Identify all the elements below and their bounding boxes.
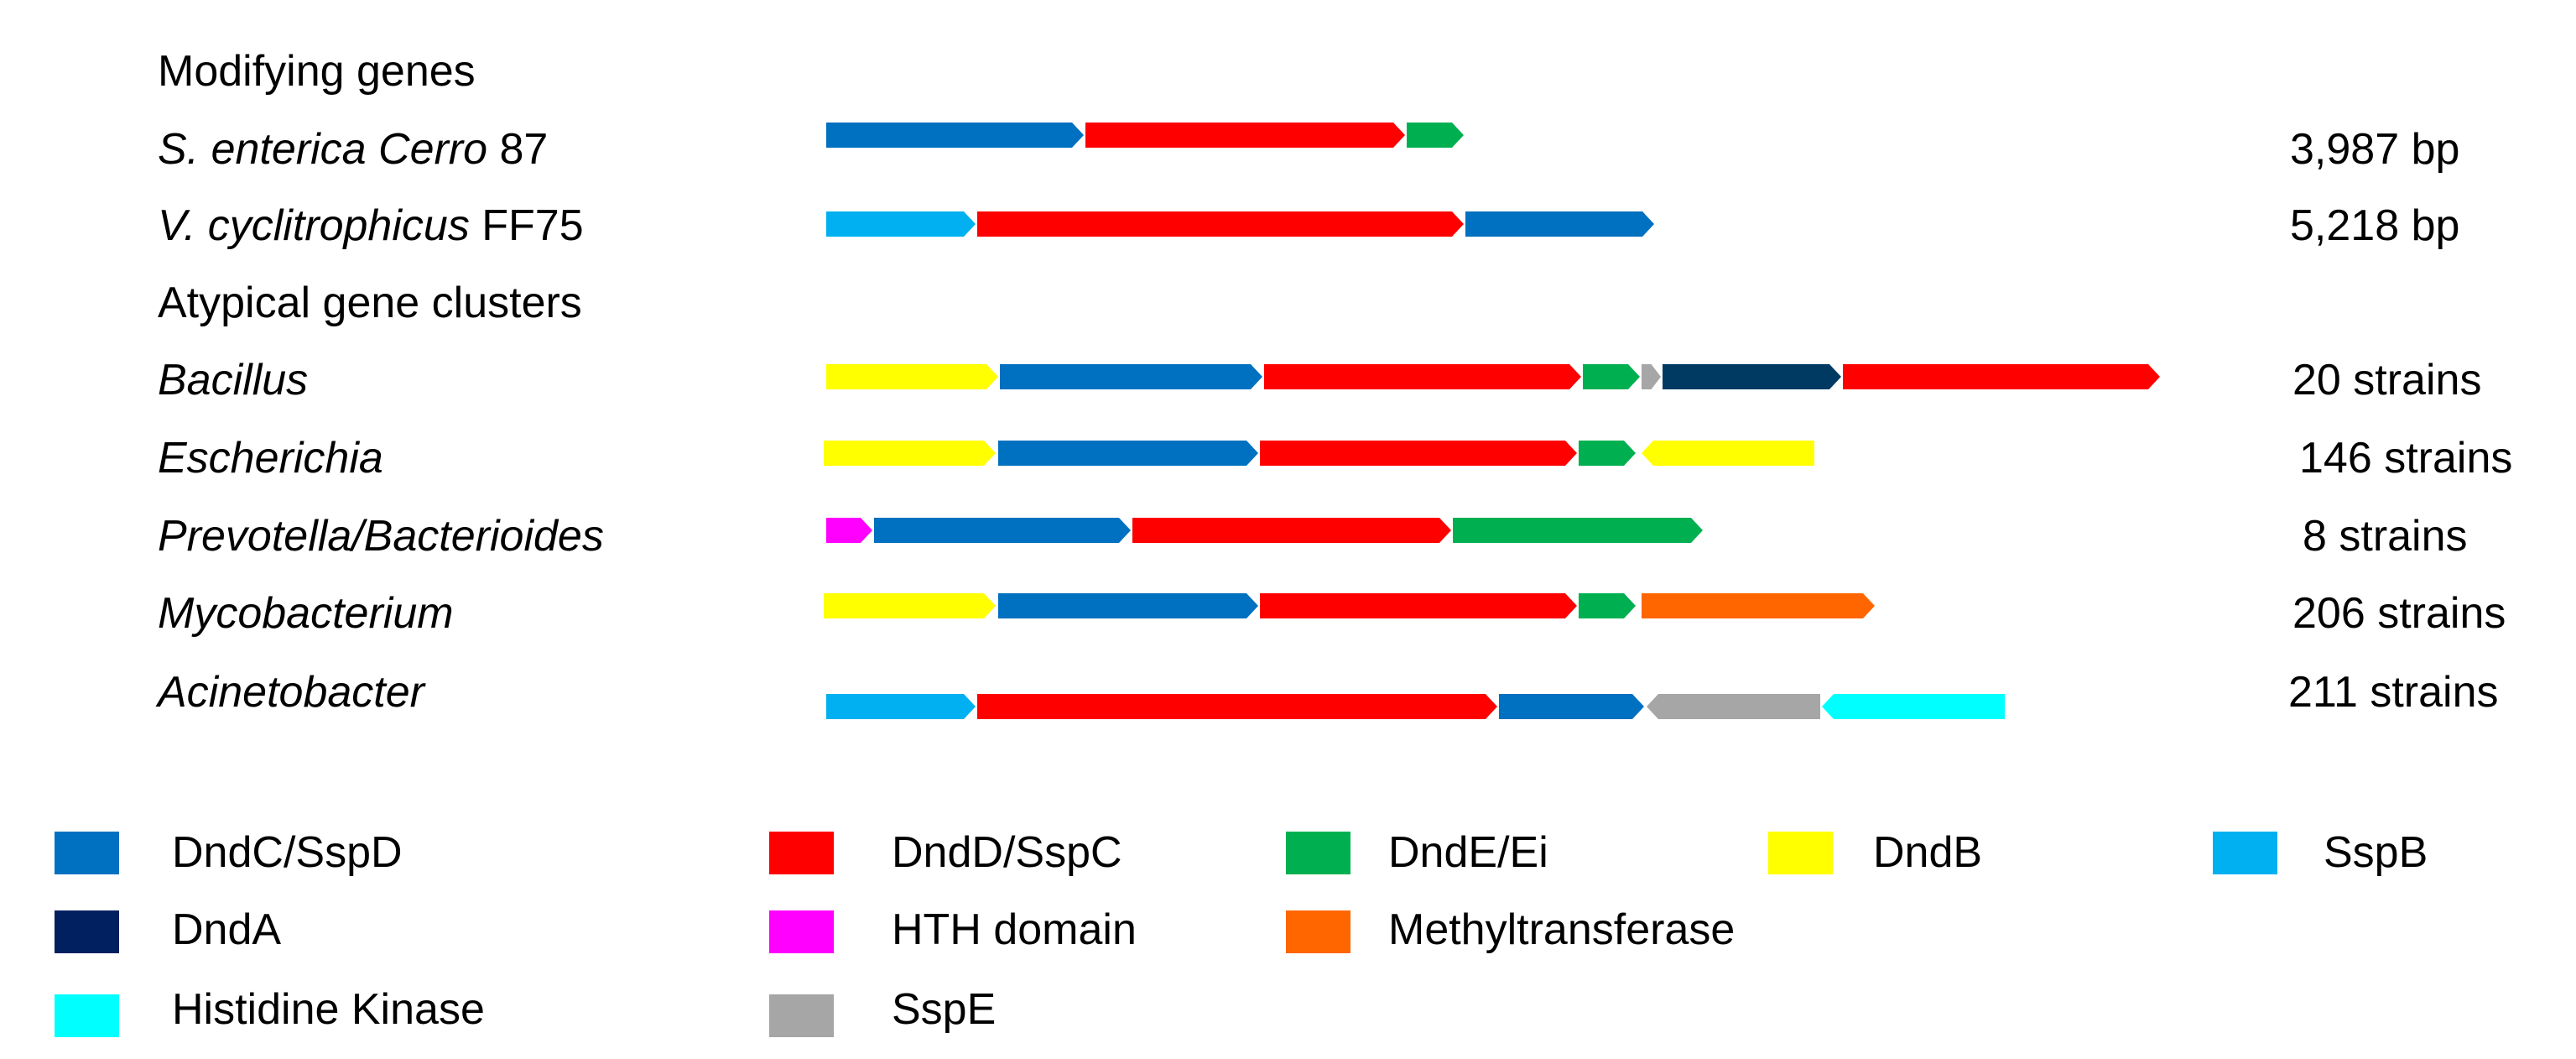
gene-arrow-dndd-sspc xyxy=(1085,123,1405,148)
legend-label-dndb: DndB xyxy=(1873,828,1982,877)
gene-arrow-dndc-sspd xyxy=(1465,211,1654,237)
row-label-v-cyclitrophicus: V. cyclitrophicus FF75 xyxy=(158,201,584,250)
legend-swatch-dnda xyxy=(55,910,119,953)
gene-arrow-dndd-sspc xyxy=(1260,441,1577,466)
gene-arrow-dndc-sspd xyxy=(998,441,1258,466)
gene-arrow-sspb xyxy=(826,211,976,237)
gene-arrow-dndc-sspd xyxy=(998,593,1258,618)
gene-arrow-dnde-ei xyxy=(1579,441,1636,466)
gene-arrow-dnde-ei xyxy=(1407,123,1464,148)
gene-arrow-dndc-sspd xyxy=(1499,694,1644,719)
gene-arrow-dndc-sspd xyxy=(874,518,1131,543)
legend-label-dnde-ei: DndE/Ei xyxy=(1388,828,1548,877)
row-label-acinetobacter: Acinetobacter xyxy=(155,668,427,717)
gene-arrow-dndd-sspc xyxy=(1843,364,2160,389)
gene-arrow-dndd-sspc xyxy=(1264,364,1581,389)
row-label-plain: 87 xyxy=(487,125,548,174)
gene-arrow-methyltransferase xyxy=(1642,593,1875,618)
row-label-italic: V. cyclitrophicus xyxy=(158,201,470,250)
row-size-prevotella: 8 strains xyxy=(2303,512,2468,561)
legend-label-sspe: SspE xyxy=(892,985,996,1034)
row-label-bacillus: Bacillus xyxy=(158,356,308,404)
gene-arrow-sspb xyxy=(826,694,976,719)
gene-arrow-sspe xyxy=(1642,364,1661,389)
row-size-escherichia: 146 strains xyxy=(2299,434,2512,483)
legend-swatch-dndc-sspd xyxy=(55,832,119,874)
gene-arrows xyxy=(824,123,2160,719)
gene-arrow-dndb xyxy=(1642,441,1814,466)
legend-swatch-dnde-ei xyxy=(1286,832,1350,874)
legend-label-sspb: SspB xyxy=(2324,828,2428,877)
row-size-acinetobacter: 211 strains xyxy=(2288,668,2499,717)
legend-swatch-dndb xyxy=(1768,832,1833,874)
gene-arrow-dnde-ei xyxy=(1579,593,1636,618)
row-size-bacillus: 20 strains xyxy=(2292,356,2481,404)
legend-label-dndd-sspc: DndD/SspC xyxy=(892,828,1122,877)
legend-label-methyltransferase: Methyltransferase xyxy=(1388,905,1735,954)
legend-label-dnda: DndA xyxy=(172,905,281,954)
gene-arrow-dndb xyxy=(824,441,996,466)
row-size-mycobacterium: 206 strains xyxy=(2292,589,2506,638)
gene-arrow-dndd-sspc xyxy=(977,211,1464,237)
legend-swatch-methyltransferase xyxy=(1286,910,1350,953)
gene-arrow-dndd-sspc xyxy=(1132,518,1451,543)
row-label-escherichia: Escherichia xyxy=(158,434,383,483)
row-label-prevotella: Prevotella/Bacterioides xyxy=(158,512,604,561)
row-label-plain: FF75 xyxy=(470,201,584,250)
gene-arrow-sspe xyxy=(1647,694,1820,719)
gene-arrow-hth-domain xyxy=(826,518,872,543)
row-label-s-enterica: S. enterica Cerro 87 xyxy=(158,125,548,174)
heading-modifying-genes: Modifying genes xyxy=(158,47,476,96)
row-label-italic: S. enterica Cerro xyxy=(158,125,487,174)
heading-atypical-clusters: Atypical gene clusters xyxy=(158,279,582,327)
row-size-s-enterica: 3,987 bp xyxy=(2290,125,2459,174)
row-size-v-cyclitrophicus: 5,218 bp xyxy=(2290,201,2459,250)
gene-arrow-dnda xyxy=(1663,364,1841,389)
gene-arrow-dndd-sspc xyxy=(1260,593,1577,618)
gene-arrow-dndc-sspd xyxy=(826,123,1084,148)
row-label-mycobacterium: Mycobacterium xyxy=(158,589,454,638)
legend-label-histidine-kinase: Histidine Kinase xyxy=(172,985,485,1034)
legend-swatch-sspb xyxy=(2213,832,2277,874)
legend-swatch-sspe xyxy=(769,994,834,1037)
legend-swatch-hth-domain xyxy=(769,910,834,953)
gene-arrow-dndc-sspd xyxy=(1000,364,1262,389)
gene-arrow-dndb xyxy=(824,593,996,618)
gene-arrow-dndb xyxy=(826,364,998,389)
gene-arrow-histidine-kinase xyxy=(1822,694,2005,719)
gene-arrow-dndd-sspc xyxy=(977,694,1497,719)
gene-arrow-dnde-ei xyxy=(1453,518,1703,543)
legend-swatch-dndd-sspc xyxy=(769,832,834,874)
legend-label-hth-domain: HTH domain xyxy=(892,905,1137,954)
legend-label-dndc-sspd: DndC/SspD xyxy=(172,828,403,877)
legend-swatch-histidine-kinase xyxy=(55,994,119,1037)
gene-arrow-dnde-ei xyxy=(1583,364,1640,389)
